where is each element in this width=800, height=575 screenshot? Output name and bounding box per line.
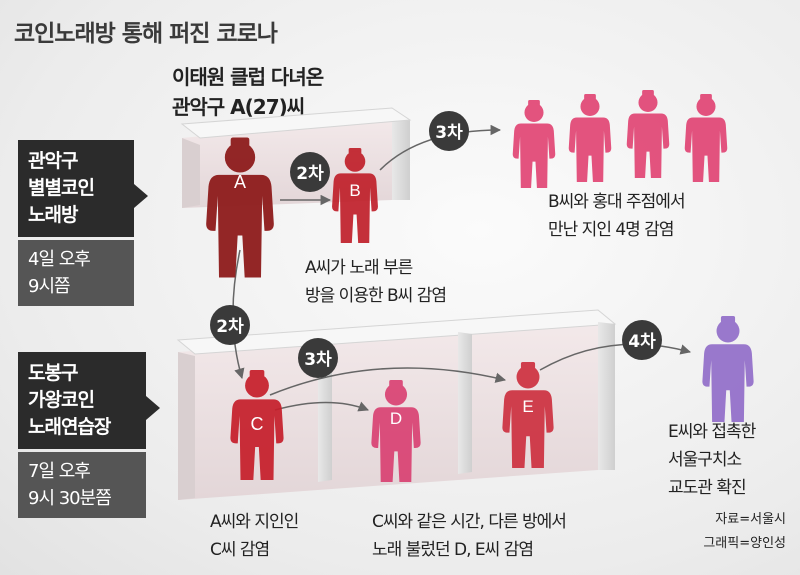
person-a: A (206, 137, 274, 278)
badge-stage-2-c: 2차 (210, 305, 250, 345)
arrow-c-to-d (274, 401, 369, 412)
note-de-line-2: 노래 불렀던 D, E씨 감염 (372, 540, 534, 560)
place-gwanak-name-1: 관악구 (28, 150, 78, 172)
note-f-line-2: 서울구치소 (668, 450, 742, 470)
place-gwanak-name-2: 별별코인 (28, 177, 95, 199)
badge-stage-3-de: 3차 (298, 338, 338, 378)
badge-stage-4-f-text: 4차 (628, 332, 656, 352)
credit-source: 자료=서울시 (715, 512, 786, 527)
note-b-friends-line-2: 만난 지인 4명 감염 (548, 220, 675, 240)
note-b-room: A씨가 노래 부른 방을 이용한 B씨 감염 (305, 254, 447, 310)
place-dobong-name-2: 가왕코인 (28, 389, 95, 411)
place-dobong-time-1: 7일 오후 (28, 461, 91, 482)
note-c-line-1: A씨와 지인인 (210, 512, 299, 532)
arrow-e-to-f (539, 343, 692, 371)
person-c: C (230, 370, 284, 480)
case-description: 이태원 클럽 다녀온 관악구 A(27)씨 (172, 62, 324, 122)
note-b-room-line-1: A씨가 노래 부른 (305, 258, 413, 278)
person-b: B (332, 148, 378, 243)
place-dobong-name-1: 도봉구 (28, 362, 78, 384)
badge-stage-3-de-text: 3차 (304, 350, 332, 370)
person-d-label: D (390, 409, 402, 428)
place-time-gwanak: 4일 오후 9시쯤 (18, 240, 134, 306)
note-de: C씨와 같은 시간, 다른 방에서 노래 불렀던 D, E씨 감염 (372, 508, 567, 564)
note-f: E씨와 접촉한 서울구치소 교도관 확진 (668, 418, 756, 502)
case-line-1: 이태원 클럽 다녀온 (172, 65, 324, 89)
badge-stage-4-f: 4차 (622, 320, 662, 360)
badge-stage-3-friends: 3차 (429, 111, 469, 151)
friend-4 (684, 94, 728, 182)
friends-group (512, 90, 728, 188)
note-de-line-1: C씨와 같은 시간, 다른 방에서 (372, 512, 567, 532)
person-d: D (371, 380, 421, 482)
place-label-gwanak: 관악구 별별코인 노래방 (18, 140, 148, 237)
person-f (702, 316, 754, 422)
credits: 자료=서울시 그래픽=양인성 (703, 508, 786, 556)
place-gwanak-name-3: 노래방 (28, 204, 78, 226)
person-e: E (502, 362, 554, 468)
person-c-label: C (251, 414, 264, 434)
place-label-dobong: 도봉구 가왕코인 노래연습장 (18, 352, 160, 449)
place-time-dobong: 7일 오후 9시 30분쯤 (18, 452, 146, 518)
place-dobong-name-3: 노래연습장 (28, 416, 111, 438)
arrow-b-to-friends (379, 124, 502, 171)
person-b-label: B (349, 181, 360, 200)
case-line-2: 관악구 A(27)씨 (172, 95, 305, 119)
note-b-friends: B씨와 홍대 주점에서 만난 지인 4명 감염 (548, 188, 686, 244)
badge-stage-2-c-text: 2차 (216, 317, 244, 337)
note-f-line-3: 교도관 확진 (668, 478, 747, 498)
friend-1 (512, 100, 556, 188)
person-e-label: E (522, 397, 533, 416)
note-c-line-2: C씨 감염 (210, 540, 270, 560)
credit-graphic: 그래픽=양인성 (703, 536, 786, 551)
person-a-label: A (234, 172, 246, 192)
arrow-c-to-e (269, 367, 507, 396)
place-gwanak-time-1: 4일 오후 (28, 249, 91, 270)
note-b-friends-line-1: B씨와 홍대 주점에서 (548, 192, 686, 212)
note-b-room-line-2: 방을 이용한 B씨 감염 (305, 286, 447, 306)
page-title: 코인노래방 통해 퍼진 코로나 (14, 21, 278, 47)
friend-2 (568, 94, 612, 182)
place-dobong-time-2: 9시 30분쯤 (28, 488, 112, 509)
note-c: A씨와 지인인 C씨 감염 (210, 508, 299, 564)
note-f-line-1: E씨와 접촉한 (668, 422, 756, 442)
badge-stage-2-b: 2차 (290, 152, 330, 192)
friend-3 (626, 90, 670, 178)
badge-stage-3-friends-text: 3차 (435, 123, 463, 143)
place-gwanak-time-2: 9시쯤 (28, 276, 71, 297)
badge-stage-2-b-text: 2차 (296, 164, 324, 184)
